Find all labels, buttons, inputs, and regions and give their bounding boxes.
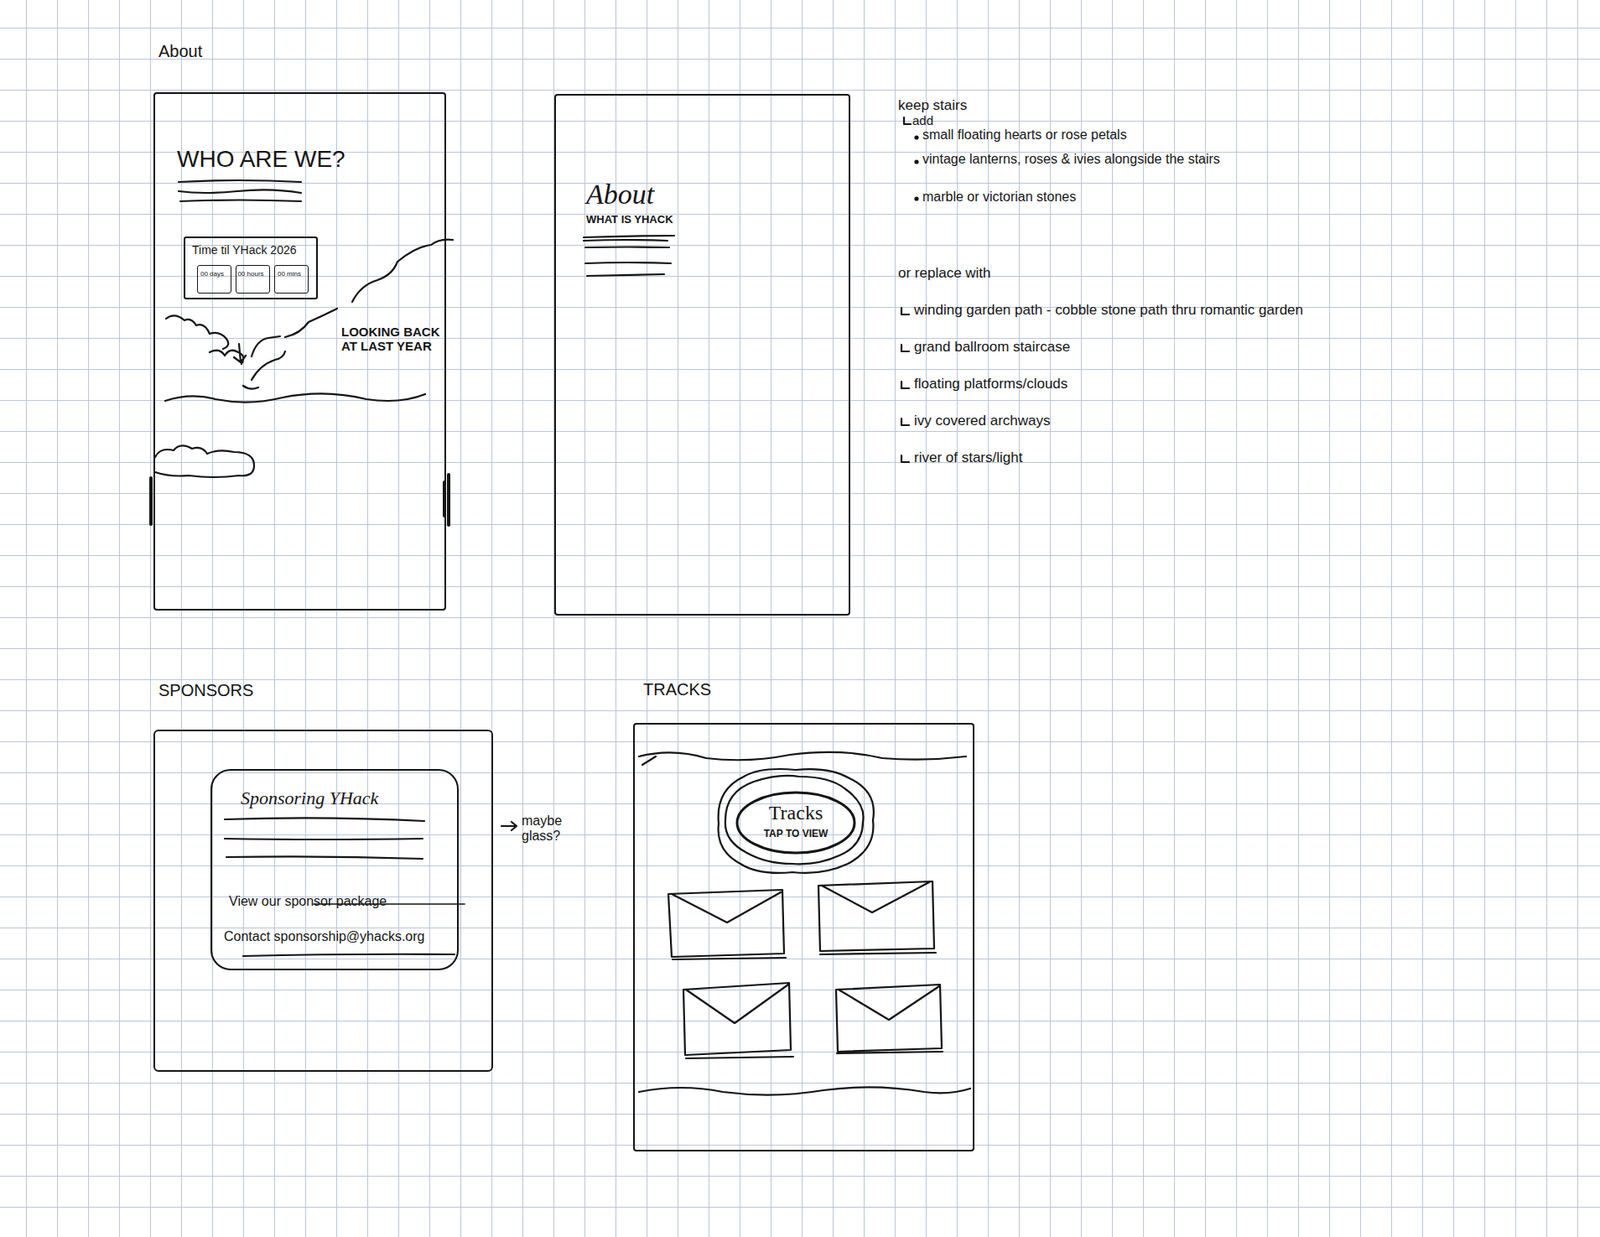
wavy-line (638, 1086, 971, 1095)
text-lines (224, 817, 455, 956)
note-text: add (912, 113, 934, 128)
card-heading: Sponsoring YHack (240, 787, 379, 809)
countdown-value: 00 mins (275, 270, 304, 278)
page-frame: SPONSORSSponsoring YHackView our sponsor… (153, 729, 494, 1072)
bullet (915, 136, 919, 140)
countdown-title: Time til YHack 2026 (192, 243, 297, 257)
note-text: river of stars/light (914, 449, 1023, 467)
note-text: ivy covered archways (914, 412, 1051, 430)
cloud-sketch (166, 315, 286, 389)
note-text: marble or victorian stones (922, 189, 1076, 205)
track-envelope (668, 881, 943, 1059)
countdown-value: 00 days (197, 270, 227, 278)
page-frame: AboutWHO ARE WE?LOOKING BACK AT LAST YEA… (153, 92, 447, 611)
stair-marks (150, 474, 449, 525)
page-heading: WHO ARE WE? (176, 145, 346, 173)
note-text: floating platforms/clouds (914, 375, 1068, 393)
page-frame: AboutWHAT IS YHACK (554, 93, 851, 616)
section-label: LOOKING BACK AT LAST YEAR (341, 324, 441, 354)
section-heading: About (158, 41, 203, 62)
note-arrow (501, 821, 517, 831)
oval-subtext: TAP TO VIEW (711, 828, 880, 841)
cloud-line (165, 393, 426, 402)
sponsor-card: Sponsoring YHackView our sponsor package… (210, 768, 459, 971)
text-lines (583, 235, 675, 276)
note-text: grand ballroom staircase (914, 338, 1071, 356)
note-text: small floating hearts or rose petals (922, 127, 1128, 143)
countdown-value: 00 hours (236, 270, 265, 278)
text-lines (178, 180, 302, 202)
note-text: keep stairs (898, 97, 967, 115)
card-text: View our sponsor package (228, 893, 387, 910)
countdown-cell: 00 mins (274, 264, 309, 294)
countdown-cell: 00 days (197, 264, 232, 294)
bullet (915, 197, 919, 201)
card-text: Contact sponsorship@yhacks.org (223, 929, 425, 945)
note-text: vintage lanterns, roses & ivies alongsid… (922, 151, 1221, 167)
bullet (915, 161, 919, 164)
hook-arrows (901, 117, 911, 463)
section-heading: SPONSORS (158, 680, 254, 701)
note-text: winding garden path - cobble stone path … (914, 301, 1304, 319)
wavy-line (638, 752, 967, 765)
oval-heading: Tracks (711, 801, 880, 826)
page-heading: About (586, 177, 655, 211)
countdown-cell: 00 hours (235, 264, 271, 294)
subheading: WHAT IS YHACK (586, 213, 674, 227)
countdown-box: Time til YHack 2026 00 days 00 hours 00 min… (183, 236, 318, 300)
hill-outline (285, 239, 453, 338)
tracks-oval: TracksTAP TO VIEW (711, 764, 880, 883)
page-frame: TRACKSTracksTAP TO VIEW (633, 722, 975, 1152)
cloud-shape (155, 445, 255, 478)
note-text: maybe glass? (521, 813, 582, 845)
note-text: or replace with (898, 264, 992, 282)
section-heading: TRACKS (643, 680, 712, 700)
